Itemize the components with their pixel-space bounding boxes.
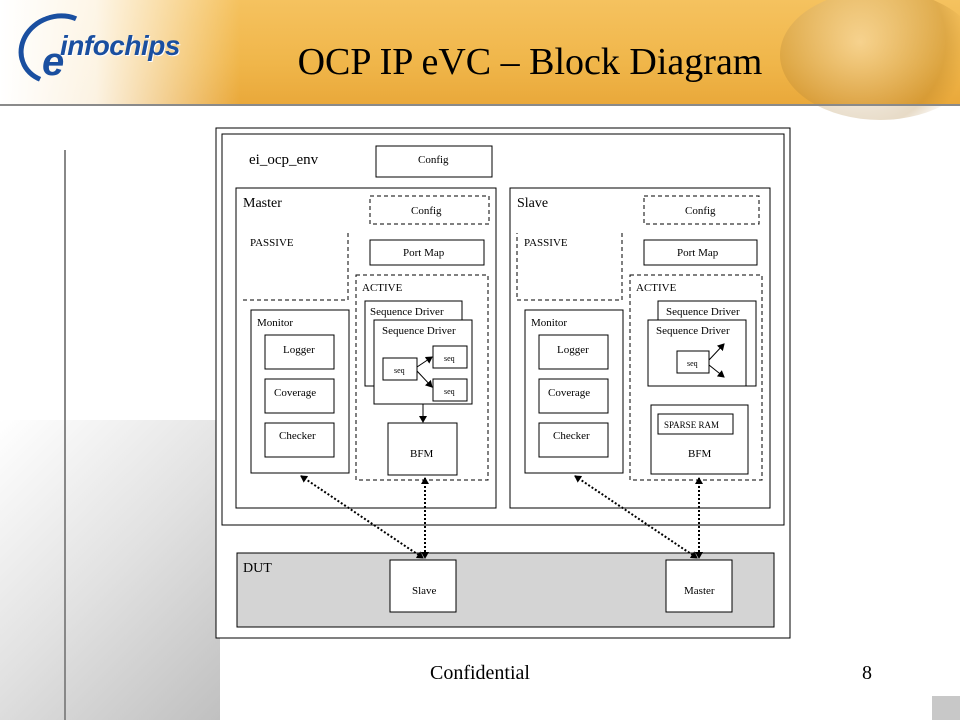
slave-passive-outline	[516, 233, 623, 301]
slave-seq-arrow	[708, 364, 725, 378]
slave-seqdriver-back-label: Sequence Driver	[666, 306, 740, 318]
company-logo: e infochips	[8, 2, 193, 96]
slave-checker-label: Checker	[553, 430, 590, 442]
slave-sparseram-label: SPARSE RAM	[664, 420, 719, 430]
master-passive-label: PASSIVE	[250, 237, 294, 249]
slave-portmap-label: Port Map	[677, 247, 719, 259]
slave-coverage-box	[538, 378, 609, 414]
page-number: 8	[862, 662, 872, 684]
slave-seq-item	[676, 350, 710, 374]
env-label: ei_ocp_env	[249, 152, 319, 168]
slave-coverage-label: Coverage	[548, 387, 590, 399]
env-config-box	[375, 145, 493, 178]
chip-decoration	[0, 420, 220, 720]
slave-bfm-label: BFM	[688, 448, 711, 460]
master-bfm-label: BFM	[410, 448, 433, 460]
globe-decoration	[780, 0, 960, 120]
master-monitor-to-dut-link	[300, 475, 424, 559]
slave-passive-label: PASSIVE	[524, 237, 568, 249]
master-monitor-label: Monitor	[257, 317, 293, 329]
master-seq-label: seq	[444, 387, 455, 396]
slave-agent: Slave Config PASSIVE Port Map ACTIVE Seq…	[509, 187, 771, 509]
master-logger-label: Logger	[283, 344, 315, 356]
master-portmap-label: Port Map	[403, 247, 445, 259]
block-diagram: ei_ocp_env Config Master Config PASSIVE …	[215, 127, 791, 639]
master-config-label: Config	[411, 205, 442, 217]
master-passive-outline	[242, 233, 349, 301]
dut-title: DUT	[243, 561, 272, 576]
slave-config-label: Config	[685, 205, 716, 217]
master-seq-label: seq	[394, 366, 405, 375]
master-portmap-box	[369, 239, 485, 266]
master-checker-box	[264, 422, 335, 458]
master-bfm-box	[387, 422, 458, 476]
master-config-box	[369, 195, 490, 225]
slave-seqdriver-front-label: Sequence Driver	[656, 325, 730, 337]
logo-text: infochips	[60, 30, 180, 61]
slave-monitor-to-dut-link	[574, 475, 698, 559]
slave-active-label: ACTIVE	[636, 282, 677, 294]
master-logger-box	[264, 334, 335, 370]
master-seqdriver-back-label: Sequence Driver	[370, 306, 444, 318]
dut-slave-label: Slave	[412, 585, 437, 597]
master-seq-arrow	[416, 356, 433, 368]
slave-monitor-label: Monitor	[531, 317, 567, 329]
master-title: Master	[243, 196, 282, 211]
corner-decoration	[932, 696, 960, 720]
header-divider	[0, 104, 960, 106]
header-fade	[0, 0, 240, 105]
slave-logger-box	[538, 334, 609, 370]
slave-config-box	[643, 195, 760, 225]
slave-checker-box	[538, 422, 609, 458]
dut-master-label: Master	[684, 585, 715, 597]
master-seqdriver-front-label: Sequence Driver	[382, 325, 456, 337]
master-coverage-box	[264, 378, 335, 414]
left-vertical-rule	[64, 150, 66, 720]
master-checker-label: Checker	[279, 430, 316, 442]
slave-logger-label: Logger	[557, 344, 589, 356]
master-active-label: ACTIVE	[362, 282, 403, 294]
slave-sparseram-box	[657, 413, 734, 435]
dut-slave-box	[389, 559, 457, 613]
page-title: OCP IP eVC – Block Diagram	[297, 41, 763, 83]
master-seq-item	[432, 345, 468, 369]
slave-title: Slave	[517, 196, 548, 211]
slave-portmap-box	[643, 239, 758, 266]
dut-block: DUT Slave Master	[236, 552, 775, 628]
master-seq-arrow	[416, 370, 433, 388]
master-coverage-label: Coverage	[274, 387, 316, 399]
slave-seq-arrow	[708, 343, 725, 361]
slave-seq-label: seq	[687, 359, 698, 368]
master-agent: Master Config PASSIVE Port Map ACTIVE Se…	[235, 187, 497, 509]
footer-confidential: Confidential	[430, 662, 530, 684]
env-config-label: Config	[418, 154, 449, 166]
master-seq-label: seq	[444, 354, 455, 363]
master-seq-item	[382, 357, 418, 381]
logo-letter: e	[42, 40, 65, 84]
master-seq-item	[432, 378, 468, 402]
dut-master-box	[665, 559, 733, 613]
